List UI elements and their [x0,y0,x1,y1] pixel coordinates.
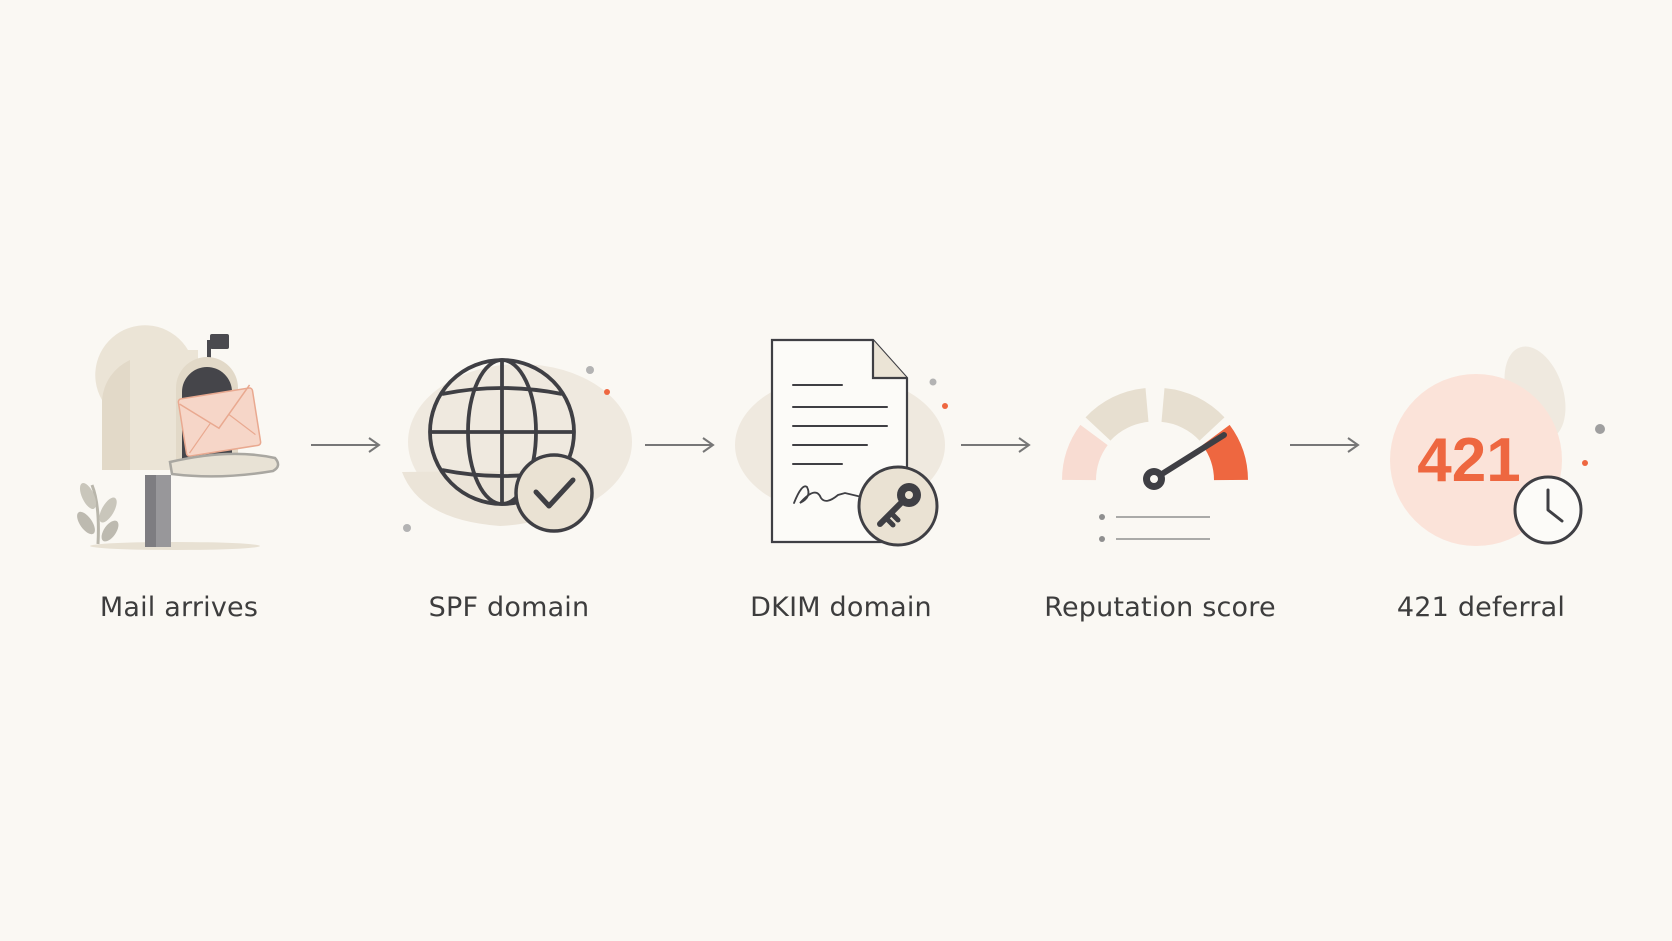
step-label-reputation-score: Reputation score [1044,592,1276,623]
clock-icon [1513,475,1583,545]
deferral-badge-icon: 421 [1390,346,1605,546]
plant-icon [77,483,119,545]
arrow-4-icon [1290,437,1360,453]
arrow-2-icon [645,437,715,453]
gauge-icon [1062,388,1248,542]
deferral-code-text: 421 [1417,426,1520,495]
step-label-spf-domain: SPF domain [428,592,590,623]
globe-icon [402,358,632,533]
step-label-dkim-domain: DKIM domain [750,592,932,623]
arrow-3-icon [961,437,1031,453]
arrow-1-icon [311,437,381,453]
key-badge-icon [857,465,939,547]
mailbox-icon [77,325,280,550]
step-label-421-deferral: 421 deferral [1396,592,1566,623]
signed-document-icon [735,338,948,547]
check-badge-icon [514,453,594,533]
envelope-icon [177,384,262,457]
step-label-mail-arrives: Mail arrives [99,592,259,623]
gauge-needle [1143,432,1227,490]
